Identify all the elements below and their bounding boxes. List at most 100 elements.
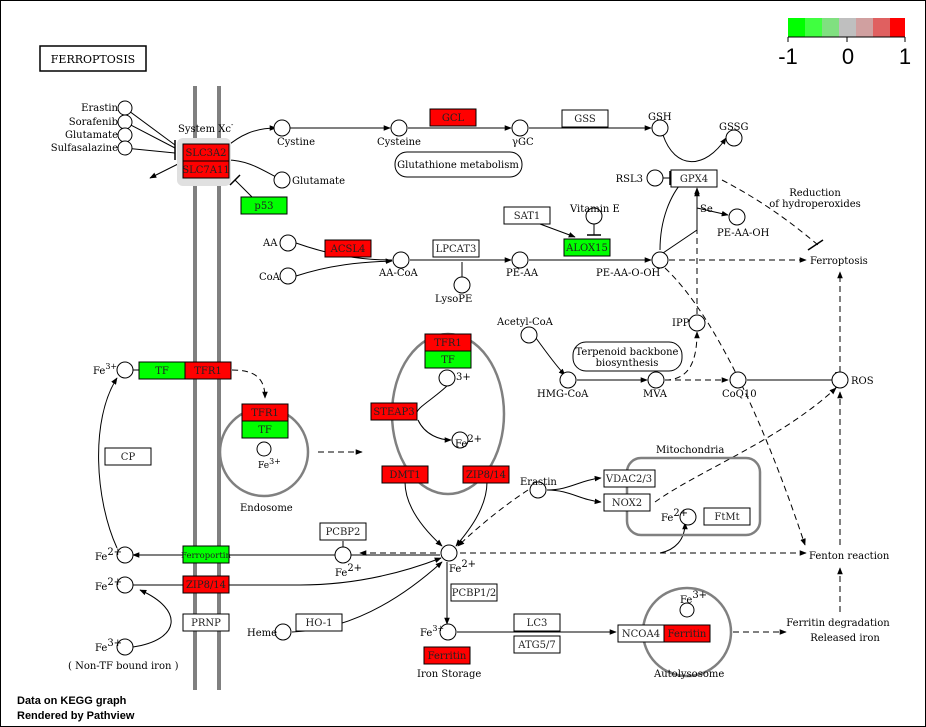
compound-ygc[interactable] <box>511 119 529 137</box>
label-pe-aa-o-oh: PE-AA-O-OH <box>596 268 661 279</box>
compound-fe2-mito[interactable] <box>679 508 697 526</box>
gene-acsl4[interactable]: ACSL4 <box>324 239 372 258</box>
compound-cysteine[interactable] <box>390 119 408 137</box>
compound-fe2-pcbp2[interactable] <box>334 546 352 564</box>
label-gssg: GSSG <box>719 122 749 133</box>
gene-prnp[interactable]: PRNP <box>182 613 230 632</box>
gene-p53[interactable]: p53 <box>240 196 288 215</box>
compound-sorafenib[interactable] <box>117 114 133 130</box>
terpenoid-map[interactable] <box>572 341 683 372</box>
compound-hmg-coa[interactable] <box>559 371 577 389</box>
svg-text:DMT1: DMT1 <box>389 470 420 481</box>
compound-pe-aa-oh[interactable] <box>728 208 746 226</box>
compound-glutamate-right[interactable] <box>273 171 291 189</box>
svg-text:PCBP1/2: PCBP1/2 <box>452 588 497 599</box>
gene-lpcat3[interactable]: LPCAT3 <box>432 239 480 258</box>
compound-acetyl-coa[interactable] <box>520 326 538 344</box>
label-lysope: LysoPE <box>435 294 472 305</box>
gene-zip814-left[interactable]: ZIP8/14 <box>182 575 230 594</box>
gene-gss[interactable]: GSS <box>561 109 609 128</box>
compound-mva[interactable] <box>647 371 665 389</box>
compound-vitamin-e[interactable] <box>585 207 603 225</box>
label-ferritin-deg-2: Released iron <box>810 633 880 644</box>
compound-coa[interactable] <box>279 267 297 285</box>
gene-tf-left[interactable]: TF <box>138 361 186 380</box>
gene-ferritin-storage[interactable]: Ferritin <box>423 646 471 665</box>
label-fe2-out-1: Fe2+ <box>95 547 122 563</box>
gene-ferroportin[interactable]: Ferroportin <box>181 545 231 564</box>
svg-text:TF: TF <box>441 355 455 366</box>
compound-fe2-out-2[interactable] <box>116 576 134 594</box>
gene-dmt1[interactable]: DMT1 <box>381 465 429 484</box>
gene-tf-center[interactable]: TF <box>424 350 472 369</box>
label-glutamate-left: Glutamate <box>65 130 118 141</box>
compound-erastin[interactable] <box>117 100 133 116</box>
compound-fe3-nontf[interactable] <box>116 638 134 656</box>
compound-sulfasalazine[interactable] <box>117 140 133 156</box>
compound-gsh[interactable] <box>651 119 669 137</box>
compound-fe2-center[interactable] <box>451 431 469 449</box>
compound-fe3-center[interactable] <box>438 369 456 387</box>
legend-swatch-4 <box>839 18 856 37</box>
compound-pe-aa[interactable] <box>511 251 529 269</box>
gene-pcbp2[interactable]: PCBP2 <box>319 522 367 541</box>
label-sorafenib: Sorafenib <box>69 117 118 128</box>
svg-text:TFR1: TFR1 <box>251 408 279 419</box>
compound-fe3-autolyso[interactable] <box>679 602 695 618</box>
compound-fe3-outer[interactable] <box>116 361 134 379</box>
gene-slc7a11[interactable]: SLC7A11 <box>182 160 230 179</box>
compound-glutamate-left[interactable] <box>117 127 133 143</box>
svg-text:CP: CP <box>121 452 136 463</box>
gene-nox2[interactable]: NOX2 <box>603 493 651 512</box>
svg-text:HO-1: HO-1 <box>305 618 332 629</box>
compound-fe3-storage[interactable] <box>439 623 457 641</box>
compound-aa[interactable] <box>279 234 297 252</box>
gene-gpx4[interactable]: GPX4 <box>670 169 718 188</box>
gene-cp[interactable]: CP <box>104 447 152 466</box>
compound-lysope[interactable] <box>453 276 471 294</box>
gene-tfr1-left[interactable]: TFR1 <box>184 361 232 380</box>
gene-ftmt[interactable]: FtMt <box>703 507 751 526</box>
gene-zip814-center[interactable]: ZIP8/14 <box>462 465 510 484</box>
compound-pe-aa-o-oh[interactable] <box>651 251 669 269</box>
gene-slc3a2[interactable]: SLC3A2 <box>182 143 230 162</box>
label-fe2-center: Fe2+ <box>455 434 482 450</box>
legend-swatch-1 <box>788 18 805 37</box>
gene-vdac23[interactable]: VDAC2/3 <box>603 469 656 488</box>
legend-swatch-5 <box>856 18 873 37</box>
compound-ipp[interactable] <box>688 314 706 332</box>
gene-lc3[interactable]: LC3 <box>513 613 561 632</box>
glutathione-metabolism-map[interactable] <box>394 151 523 178</box>
compound-fe3-endosome[interactable] <box>256 441 272 457</box>
gene-ferritin-autolysosome[interactable]: Ferritin <box>663 624 711 643</box>
compound-rsl3[interactable] <box>646 169 664 187</box>
compound-fe2-cytosol[interactable] <box>440 544 458 562</box>
compound-ros[interactable] <box>831 371 849 389</box>
label-reduction-1: Reduction <box>789 188 841 199</box>
compound-aa-coa[interactable] <box>392 251 410 269</box>
gene-tfr1-center[interactable]: TFR1 <box>424 333 472 352</box>
gene-ncoa4[interactable]: NCOA4 <box>617 624 665 643</box>
svg-text:TF: TF <box>258 425 272 436</box>
gene-alox15[interactable]: ALOX15 <box>563 238 611 257</box>
svg-text:ZIP8/14: ZIP8/14 <box>466 470 506 481</box>
compound-heme[interactable] <box>274 623 292 641</box>
gene-tf-endosome[interactable]: TF <box>241 420 289 439</box>
gene-steap3[interactable]: STEAP3 <box>370 402 418 421</box>
compound-fe2-out-1[interactable] <box>116 546 134 564</box>
label-fe2-pcbp2: Fe2+ <box>335 563 362 579</box>
gene-gcl[interactable]: GCL <box>429 108 477 127</box>
compound-coq10[interactable] <box>729 371 747 389</box>
gene-tfr1-endosome[interactable]: TFR1 <box>241 403 289 422</box>
svg-text:STEAP3: STEAP3 <box>373 407 414 418</box>
footer-line-2: Rendered by Pathview <box>17 710 135 722</box>
gene-atg57[interactable]: ATG5/7 <box>513 635 561 654</box>
gene-pcbp12[interactable]: PCBP1/2 <box>450 583 498 602</box>
compound-erastin-mid[interactable] <box>529 481 547 499</box>
gene-ho1[interactable]: HO-1 <box>295 613 343 632</box>
label-fe3-autolyso: Fe3+ <box>680 590 707 606</box>
compound-gssg[interactable] <box>725 129 743 147</box>
compound-cystine[interactable] <box>273 119 291 137</box>
label-ferritin-deg-1: Ferritin degradation <box>786 618 890 629</box>
gene-sat1[interactable]: SAT1 <box>503 206 551 225</box>
